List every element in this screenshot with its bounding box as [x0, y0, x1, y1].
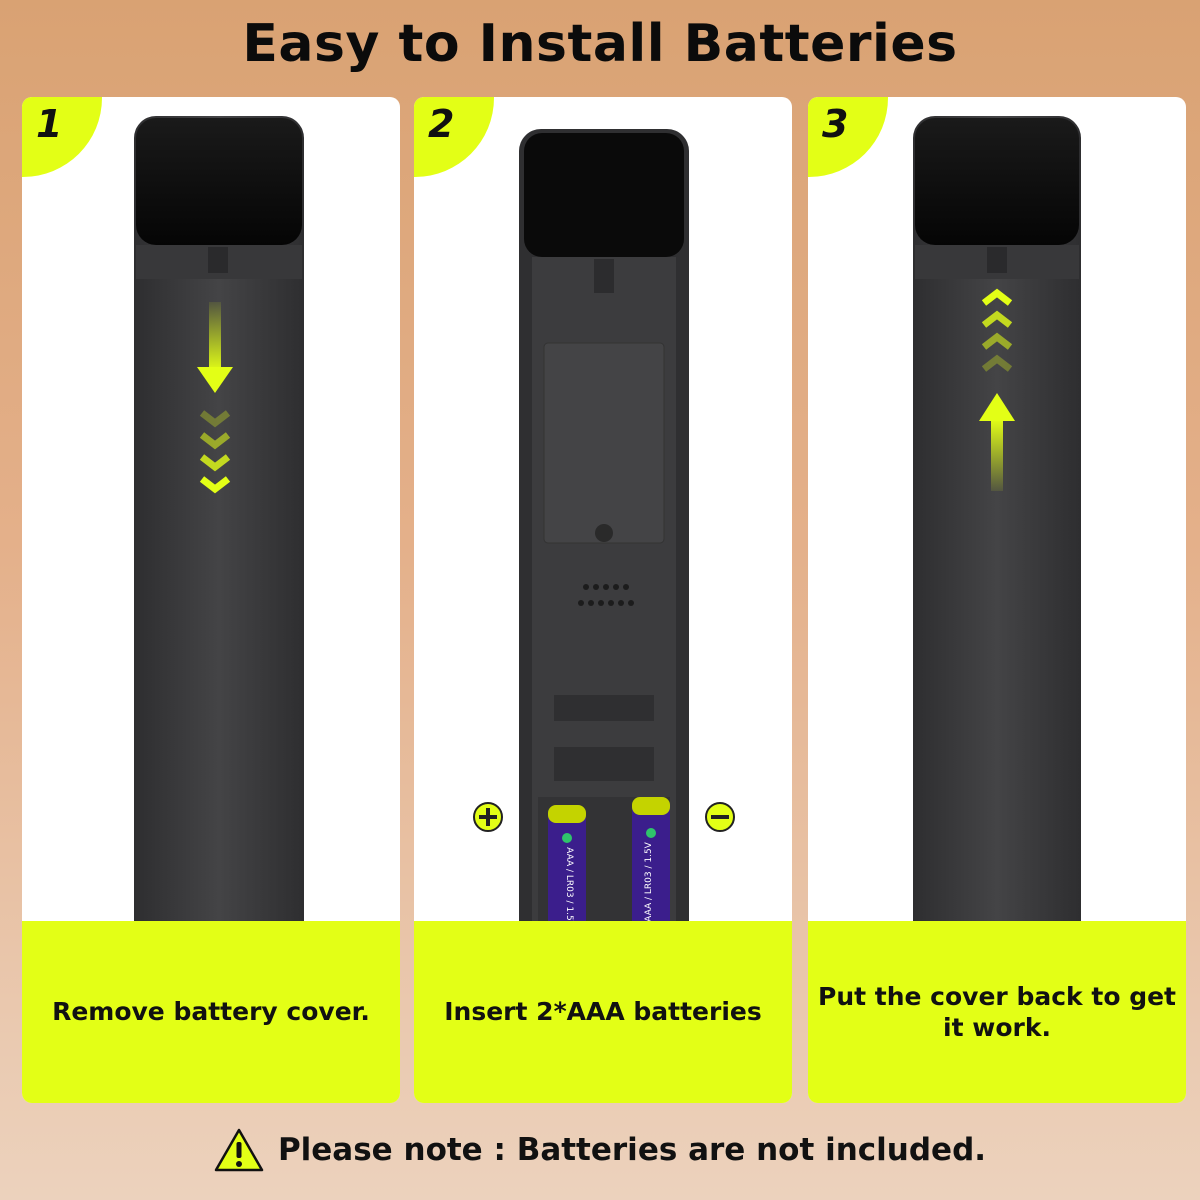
warning-icon	[214, 1128, 264, 1172]
battery-left: AAA / LR03 / 1.5V	[548, 805, 586, 921]
note-text: Please note : Batteries are not included…	[277, 1132, 987, 1168]
chevrons-down-icon	[199, 410, 231, 494]
caption-band: Put the cover back to get it work.	[808, 921, 1186, 1103]
arrow-up-icon	[979, 393, 1015, 491]
battery-label: AAA / LR03 / 1.5V	[564, 847, 574, 921]
caption-band: Remove battery cover.	[22, 921, 400, 1103]
minus-icon	[705, 802, 735, 832]
step-2-panel: 2 AAA / LR03 / 1.5V AAA /	[414, 97, 792, 1103]
step-number: 2	[428, 102, 455, 146]
step-number: 1	[36, 102, 63, 146]
remote-covered	[134, 116, 304, 921]
note-bar: Please note : Batteries are not included…	[0, 1122, 1200, 1178]
step-caption: Remove battery cover.	[52, 997, 370, 1027]
remote-covered	[913, 116, 1081, 921]
remote-open: AAA / LR03 / 1.5V AAA / LR03 / 1.5V	[473, 129, 735, 921]
caption-band: Insert 2*AAA batteries	[414, 921, 792, 1103]
step-caption: Put the cover back to get it work.	[818, 981, 1177, 1042]
step-1-panel: 1	[22, 97, 400, 1103]
plus-icon	[473, 802, 503, 832]
page-title: Easy to Install Batteries	[242, 14, 958, 74]
battery-label: AAA / LR03 / 1.5V	[644, 841, 654, 921]
arrow-down-icon	[197, 302, 233, 393]
step-caption: Insert 2*AAA batteries	[444, 997, 762, 1027]
step-3-panel: 3 Put the cover back to get it work.	[808, 97, 1186, 1103]
step-number: 3	[822, 102, 849, 146]
chevrons-up-icon	[981, 288, 1013, 372]
battery-right: AAA / LR03 / 1.5V	[632, 797, 670, 921]
